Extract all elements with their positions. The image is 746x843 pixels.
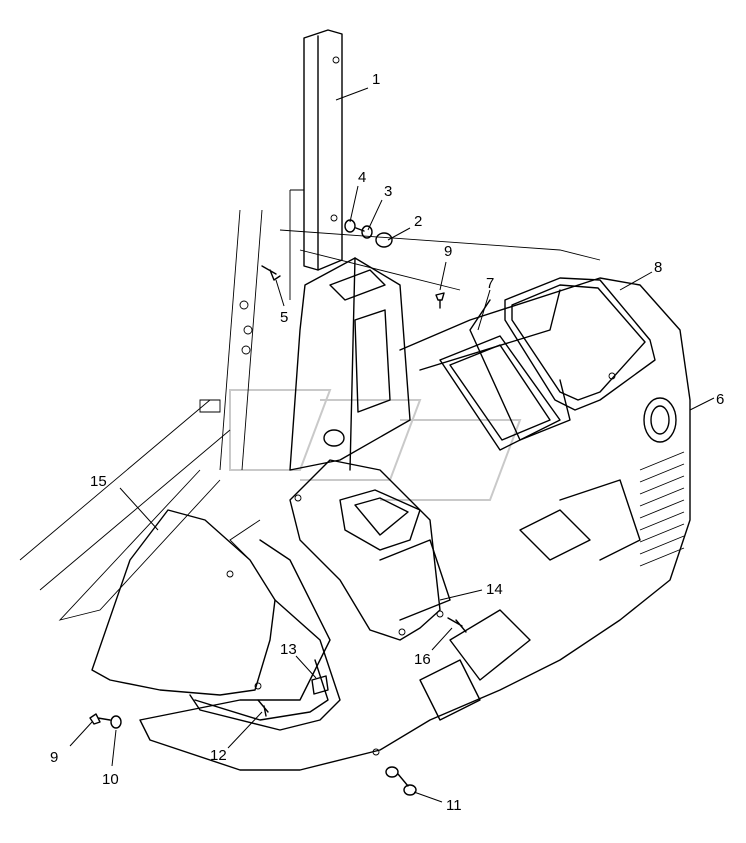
callout-2: 2 <box>414 213 422 230</box>
callout-6: 6 <box>716 391 724 408</box>
callout-4: 4 <box>358 169 366 186</box>
callout-15: 15 <box>90 473 107 490</box>
bolt-9-lower <box>89 713 111 725</box>
console-tower <box>289 257 411 471</box>
callout-14: 14 <box>486 581 503 598</box>
callout-5: 5 <box>280 309 288 326</box>
access-cover-14 <box>289 459 441 641</box>
callout-10: 10 <box>102 771 119 788</box>
glass-panel-8 <box>504 277 656 411</box>
callout-9-lower: 9 <box>50 749 58 766</box>
callout-9-upper: 9 <box>444 243 452 260</box>
bolt-16 <box>436 610 467 633</box>
cover-mount <box>189 599 341 731</box>
washer-10 <box>110 715 122 729</box>
callout-3: 3 <box>384 183 392 200</box>
fastener-11 <box>372 748 417 796</box>
callout-16: 16 <box>414 651 431 668</box>
side-vents <box>639 451 685 567</box>
bolt-set-2-3-4 <box>344 219 393 248</box>
post-1 <box>289 29 343 300</box>
callout-labels: 1 2 3 4 5 6 7 8 9 9 10 11 12 13 14 15 16 <box>50 71 724 814</box>
bolt-12 <box>257 699 269 717</box>
frame-7 <box>439 335 561 451</box>
bolt-9-upper <box>435 292 445 309</box>
cab-frame <box>19 209 601 621</box>
callout-7: 7 <box>486 275 494 292</box>
callout-11: 11 <box>446 797 462 814</box>
leader-lines <box>69 87 715 803</box>
front-cover-15 <box>91 509 276 696</box>
watermark <box>229 389 522 501</box>
callout-13: 13 <box>280 641 297 658</box>
callout-12: 12 <box>210 747 227 764</box>
callout-1: 1 <box>372 71 380 88</box>
callout-8: 8 <box>654 259 662 276</box>
bolt-5 <box>261 265 281 281</box>
clip-13 <box>311 675 329 695</box>
